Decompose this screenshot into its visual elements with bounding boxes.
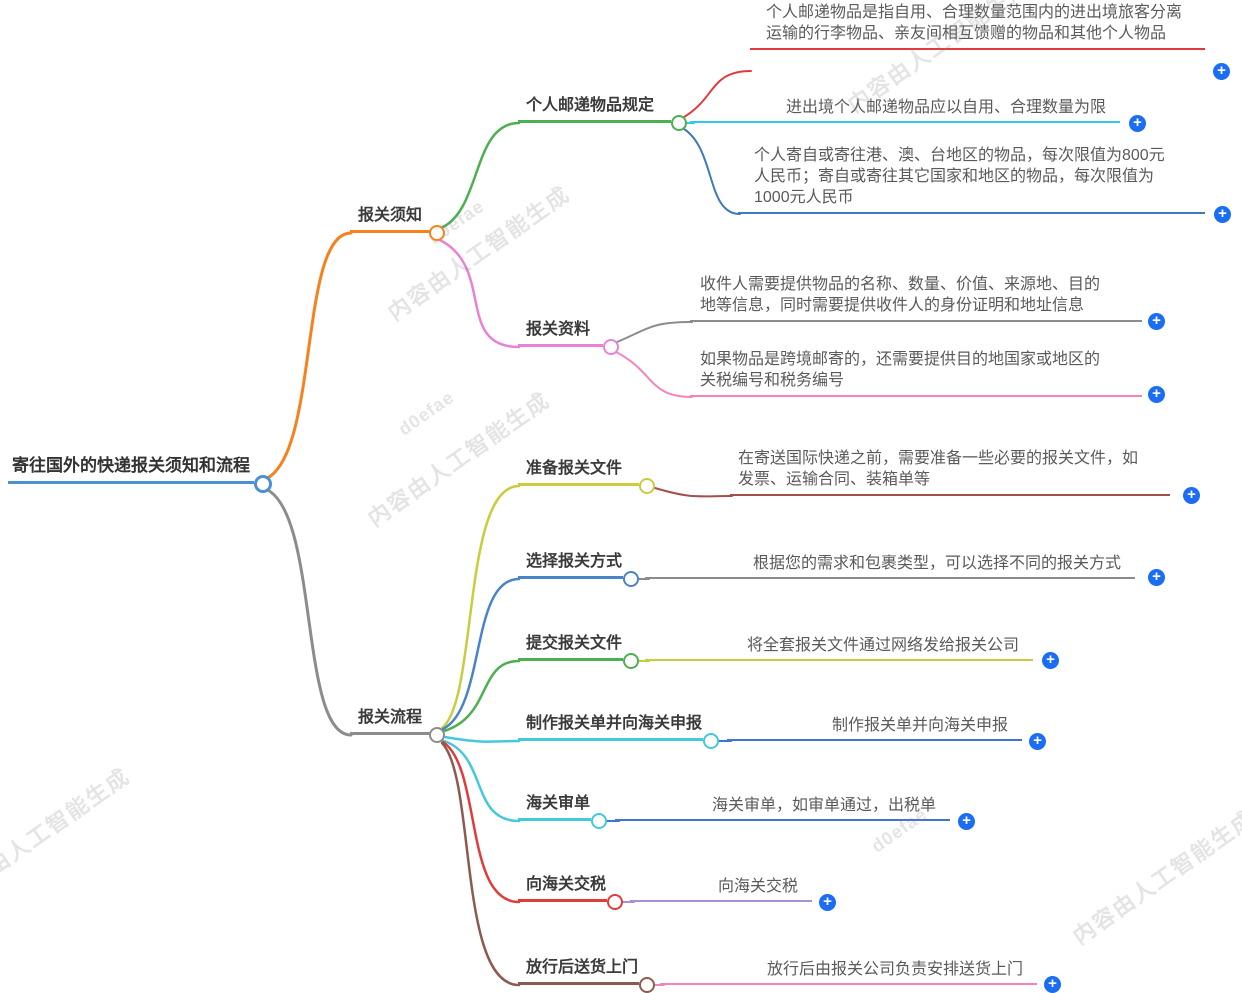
expand-button[interactable]: + [1044,976,1061,993]
branch-process[interactable]: 报关流程 [350,708,437,735]
node-step-customs-review[interactable]: 海关审单 [518,794,591,821]
leaf-text[interactable]: 在寄送国际快递之前，需要准备一些必要的报关文件，如发票、运输合同、装箱单等 [738,450,1139,488]
expand-button[interactable]: + [1183,487,1200,504]
node-step-prepare-docs-circle[interactable] [639,478,655,494]
leaf-text[interactable]: 个人寄自或寄往港、澳、台地区的物品，每次限值为800元人民币；寄自或寄往其它国家… [754,147,1165,206]
leaf-personal-rules-3[interactable]: 个人寄自或寄往港、澳、台地区的物品，每次限值为800元人民币；寄自或寄往其它国家… [738,145,1205,214]
node-personal-rules[interactable]: 个人邮递物品规定 [518,96,671,123]
expand-button[interactable]: + [1148,386,1165,403]
node-step-delivery-circle[interactable] [639,977,655,993]
node-materials-circle[interactable] [603,339,619,355]
leaf-step-prepare-docs[interactable]: 在寄送国际快递之前，需要准备一些必要的报关文件，如发票、运输合同、装箱单等 [730,448,1170,496]
branch-notice[interactable]: 报关须知 [350,206,437,233]
expand-button[interactable]: + [958,813,975,830]
root-node[interactable]: 寄往国外的快递报关须知和流程 [8,455,254,484]
node-step-customs-review-circle[interactable] [591,813,607,829]
leaf-materials-2[interactable]: 如果物品是跨境邮寄的，还需要提供目的地国家或地区的关税编号和税务编号 [690,349,1142,397]
leaf-text[interactable]: 个人邮递物品是指自用、合理数量范围内的进出境旅客分离运输的行李物品、亲友间相互馈… [766,4,1183,42]
leaf-personal-rules-1[interactable]: 个人邮递物品是指自用、合理数量范围内的进出境旅客分离运输的行李物品、亲友间相互馈… [750,2,1205,50]
leaf-text[interactable]: 收件人需要提供物品的名称、数量、价值、来源地、目的地等信息，同时需要提供收件人的… [700,276,1101,314]
watermark-code: d0efae [394,386,458,440]
node-step-delivery[interactable]: 放行后送货上门 [518,958,639,985]
node-step-declare-circle[interactable] [703,733,719,749]
expand-button[interactable]: + [1148,313,1165,330]
expand-button[interactable]: + [1029,733,1046,750]
leaf-step-pay-tax[interactable]: 向海关交税 [630,876,812,902]
watermark-text: 内容由人工智能生成 [363,387,555,532]
branch-notice-circle[interactable] [429,225,445,241]
node-step-pay-tax[interactable]: 向海关交税 [518,875,607,902]
leaf-personal-rules-2[interactable]: 进出境个人邮递物品应以自用、合理数量为限 [690,97,1120,123]
node-step-declare[interactable]: 制作报关单并向海关申报 [518,714,703,741]
leaf-step-submit-docs[interactable]: 将全套报关文件通过网络发给报关公司 [645,635,1033,661]
leaf-step-declare[interactable]: 制作报关单并向海关申报 [727,715,1022,741]
expand-button[interactable]: + [1148,569,1165,586]
leaf-text[interactable]: 如果物品是跨境邮寄的，还需要提供目的地国家或地区的关税编号和税务编号 [700,351,1101,389]
node-step-choose-method[interactable]: 选择报关方式 [518,552,623,579]
leaf-step-delivery[interactable]: 放行后由报关公司负责安排送货上门 [660,959,1037,985]
expand-button[interactable]: + [1214,206,1231,223]
node-step-prepare-docs[interactable]: 准备报关文件 [518,459,639,486]
leaf-materials-1[interactable]: 收件人需要提供物品的名称、数量、价值、来源地、目的地等信息，同时需要提供收件人的… [690,274,1142,322]
watermark-text: 内容由人工智能生成 [1068,805,1242,950]
node-step-submit-docs[interactable]: 提交报关文件 [518,634,623,661]
leaf-step-customs-review[interactable]: 海关审单，如审单通过，出税单 [615,795,950,821]
leaf-step-choose-method[interactable]: 根据您的需求和包裹类型，可以选择不同的报关方式 [645,553,1135,579]
node-materials[interactable]: 报关资料 [518,320,603,347]
expand-button[interactable]: + [819,894,836,911]
expand-button[interactable]: + [1129,115,1146,132]
branch-process-circle[interactable] [429,727,445,743]
node-step-pay-tax-circle[interactable] [607,894,623,910]
node-personal-rules-circle[interactable] [671,115,687,131]
node-step-choose-method-circle[interactable] [623,571,639,587]
expand-button[interactable]: + [1042,652,1059,669]
root-node-circle[interactable] [254,475,272,493]
expand-button[interactable]: + [1213,63,1230,80]
watermark-text: 内容由人工智能生成 [0,763,135,908]
node-step-submit-docs-circle[interactable] [623,653,639,669]
